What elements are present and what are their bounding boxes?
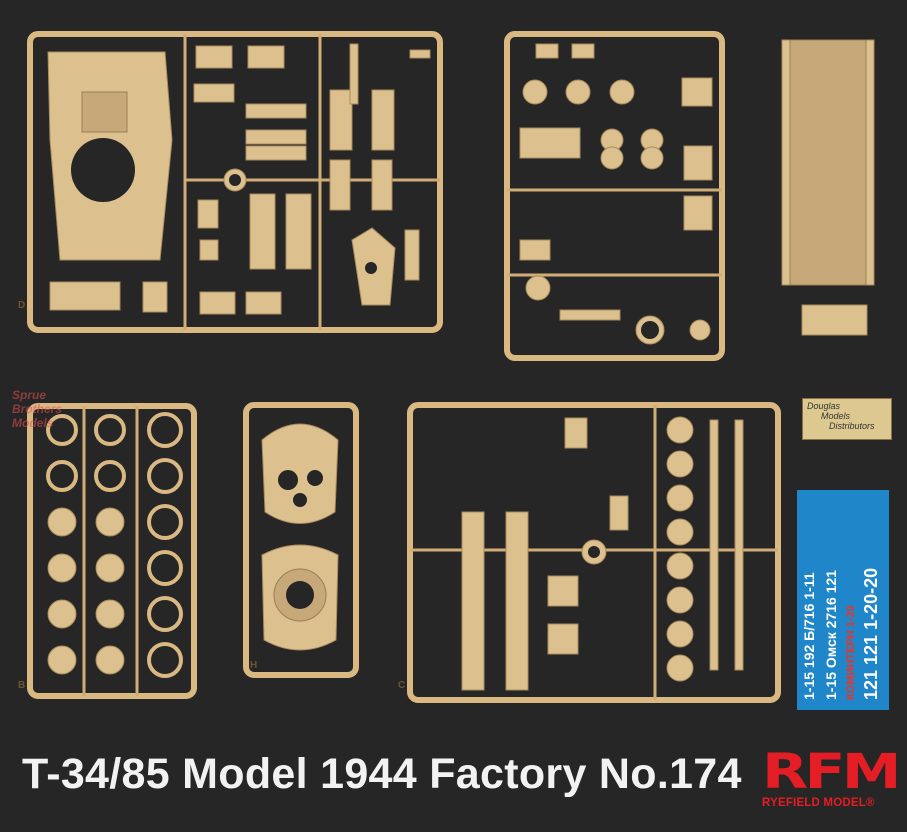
road-wheel-part	[46, 460, 78, 492]
road-wheel-part	[47, 599, 77, 629]
registered-mark: ®	[865, 797, 875, 809]
distributor-line-3: Distributors	[829, 421, 875, 431]
drive-sprocket-part	[666, 518, 694, 546]
sprue-letter-c: C	[398, 680, 406, 691]
decal-row-3: КОМИНТЕРН 1-20	[845, 605, 857, 700]
drive-sprocket-part	[666, 586, 694, 614]
road-wheel-part	[95, 507, 125, 537]
drive-sprocket-part	[666, 552, 694, 580]
watermark-line-3: Models	[12, 416, 54, 430]
road-wheel-part	[47, 507, 77, 537]
distributor-card: Douglas Models Distributors	[802, 398, 892, 440]
road-wheel-part	[95, 645, 125, 675]
road-wheel-part	[94, 460, 126, 492]
road-wheel-ring-part	[147, 458, 183, 494]
turret-top-part	[261, 423, 339, 524]
decal-row-1: 1-15 192 Б/716 1-11	[801, 572, 817, 700]
watermark-line-2: Brothers	[12, 402, 63, 416]
drive-sprocket-part	[666, 450, 694, 478]
sprue-letter-h: H	[250, 660, 258, 671]
brand-logo-letters: RFM	[762, 744, 901, 800]
sprue-c	[407, 402, 781, 703]
sprue-upper-right	[504, 31, 725, 361]
decal-sheet: 1-15 192 Б/716 1-11 1-15 Омск 2716 121 К…	[797, 490, 889, 710]
decal-row-2: 1-15 Омск 2716 121	[823, 569, 839, 700]
decal-row-4: 121 121 1-20-20	[861, 567, 881, 700]
brand-logo: RFM RYEFIELD MODEL®	[760, 744, 901, 812]
road-wheel-part	[47, 553, 77, 583]
sprue-h	[243, 402, 359, 678]
road-wheel-ring-part	[147, 642, 183, 678]
road-wheel-ring-part	[147, 412, 183, 448]
drive-sprocket-part	[666, 654, 694, 682]
drive-sprocket-part	[666, 620, 694, 648]
drive-sprocket-part	[666, 416, 694, 444]
road-wheel-part	[94, 414, 126, 446]
road-wheel-ring-part	[147, 596, 183, 632]
sprue-letter-b: B	[18, 680, 26, 691]
road-wheel-ring-part	[147, 504, 183, 540]
road-wheel-part	[47, 645, 77, 675]
watermark-line-1: Sprue	[12, 388, 47, 402]
sprue-letter-d: D	[18, 300, 26, 311]
distributor-line-1: Douglas	[807, 401, 841, 411]
watermark: Sprue Brothers Models	[12, 388, 106, 442]
brand-name: RYEFIELD MODEL®	[762, 797, 875, 809]
road-wheel-part	[95, 599, 125, 629]
sprue-b	[27, 403, 197, 699]
lower-hull-part	[781, 39, 875, 336]
sprue-d	[27, 31, 443, 333]
brand-name-text: RYEFIELD MODEL	[762, 797, 866, 809]
product-title: T-34/85 Model 1944 Factory No.174	[22, 750, 742, 798]
road-wheel-part	[95, 553, 125, 583]
road-wheel-part	[46, 414, 78, 446]
road-wheel-ring-part	[147, 550, 183, 586]
distributor-line-2: Models	[821, 411, 851, 421]
drive-sprocket-part	[666, 484, 694, 512]
